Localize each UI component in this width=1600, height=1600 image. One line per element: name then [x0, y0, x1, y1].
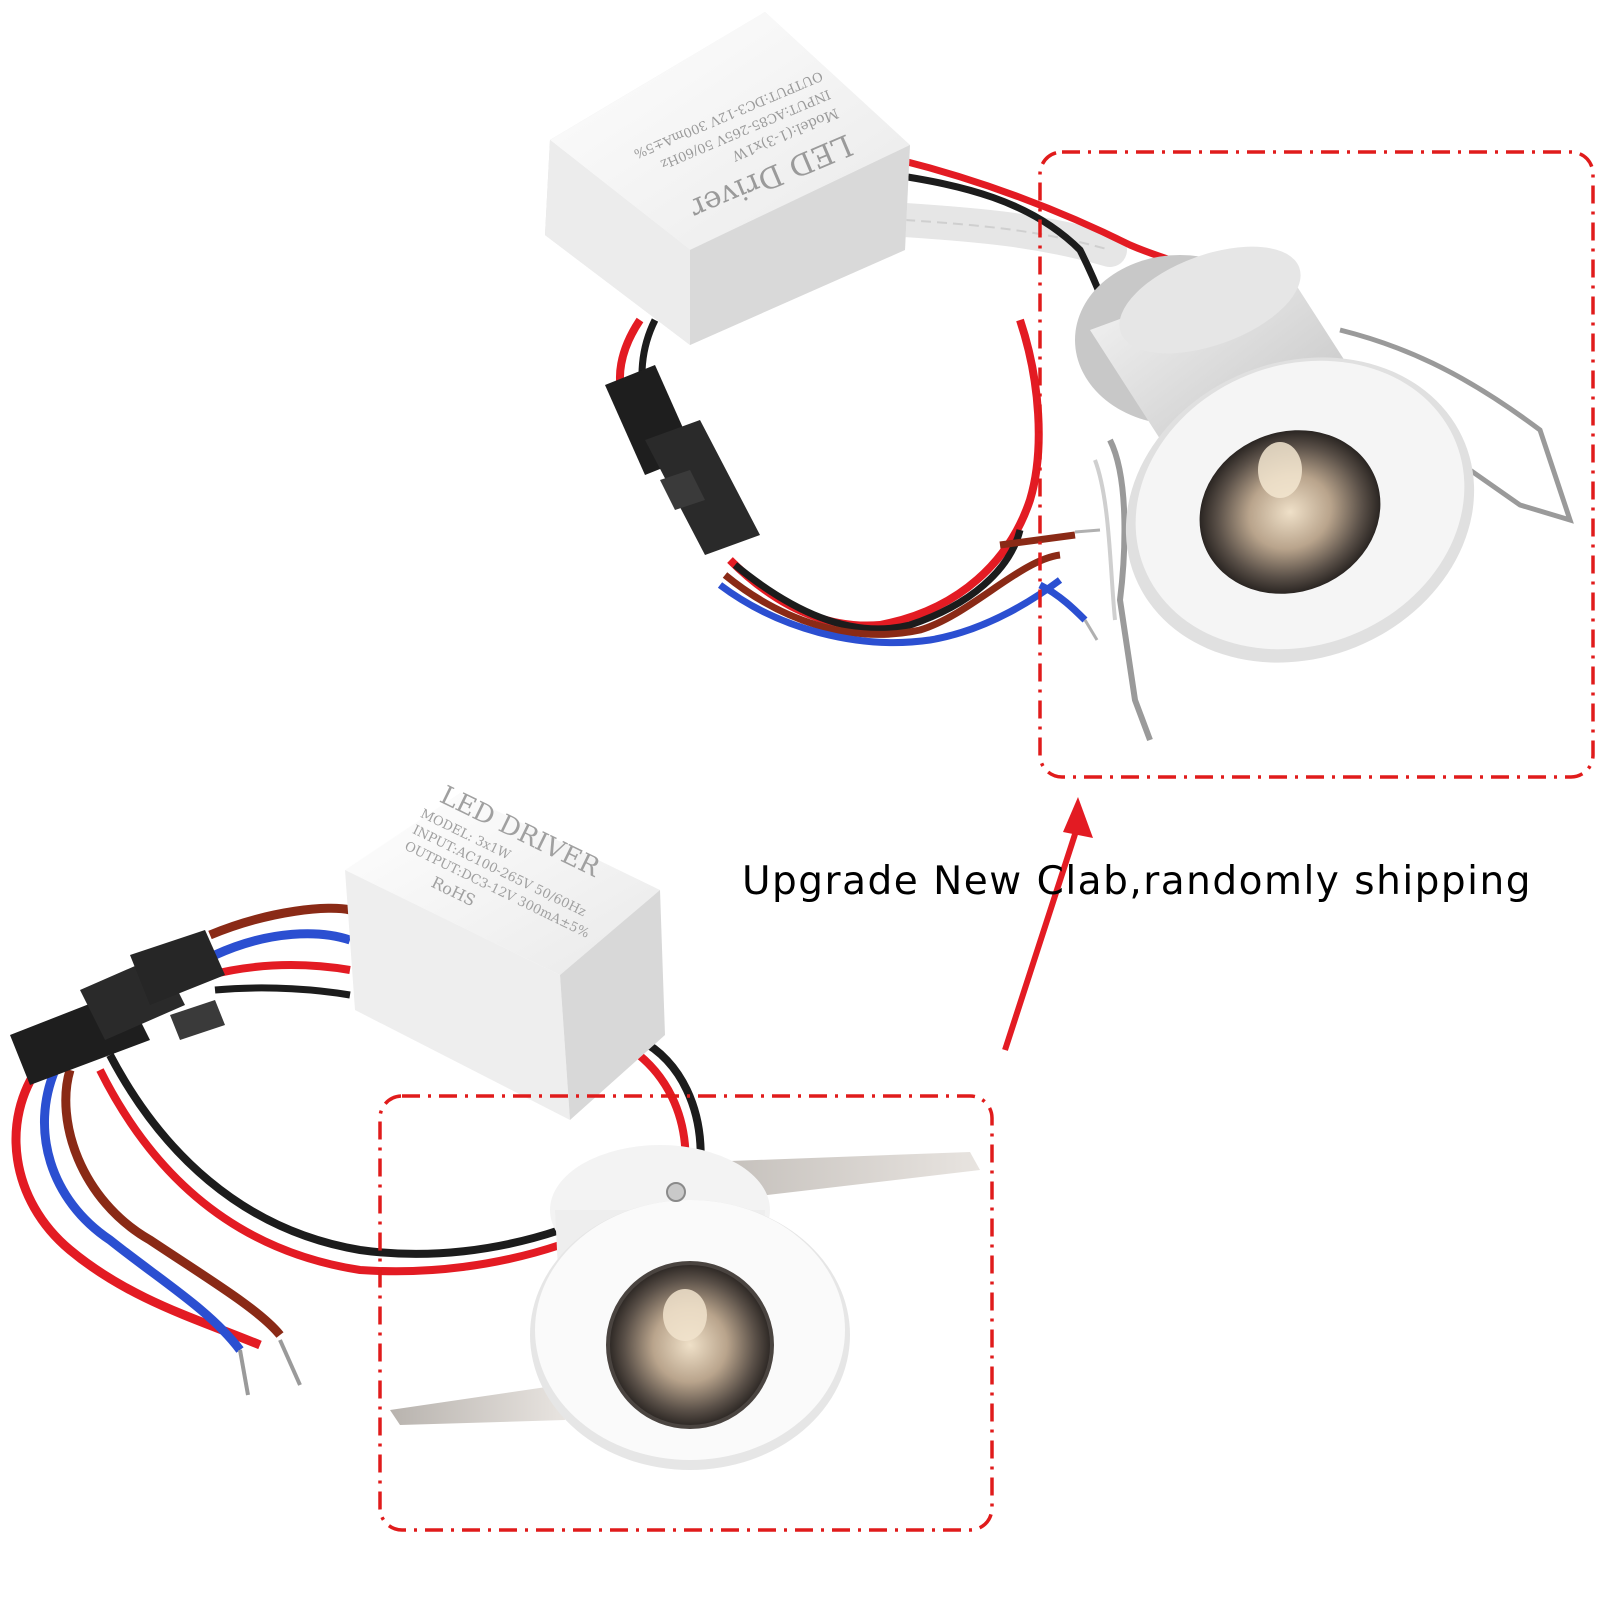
- top-connector: [605, 365, 760, 555]
- bottom-connector: [10, 930, 225, 1085]
- upgrade-caption: Upgrade New Clab,randomly shipping: [742, 859, 1532, 904]
- upgrade-arrow: [1002, 797, 1093, 1051]
- highlight-box-top: [1038, 150, 1595, 779]
- bottom-downlight: [530, 1145, 850, 1470]
- top-assembly: LED Driver Model:(1-3)x1W INPUT:AC85-265…: [545, 12, 1574, 742]
- bottom-driver-box: LED DRIVER MODEL: 3x1W INPUT:AC100-265V …: [345, 780, 665, 1120]
- highlight-box-bottom: [378, 1094, 994, 1532]
- top-driver-box: LED Driver Model:(1-3)x1W INPUT:AC85-265…: [545, 12, 910, 345]
- top-downlight: [1075, 246, 1475, 663]
